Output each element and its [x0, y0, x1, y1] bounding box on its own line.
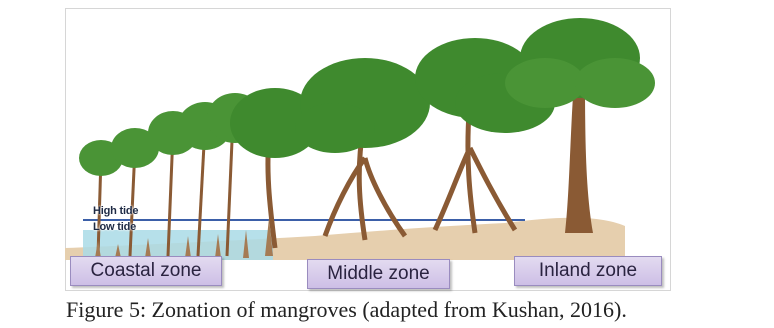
mangrove-illustration	[65, 8, 671, 291]
middle-zone-label: Middle zone	[307, 259, 450, 289]
high-tide-label: High tide	[93, 205, 138, 217]
middle-foliage	[230, 38, 555, 158]
low-tide-label: Low tide	[93, 221, 136, 233]
inland-zone-label: Inland zone	[514, 256, 662, 286]
coastal-zone-label: Coastal zone	[70, 256, 222, 286]
figure-caption: Figure 5: Zonation of mangroves (adapted…	[66, 297, 627, 323]
